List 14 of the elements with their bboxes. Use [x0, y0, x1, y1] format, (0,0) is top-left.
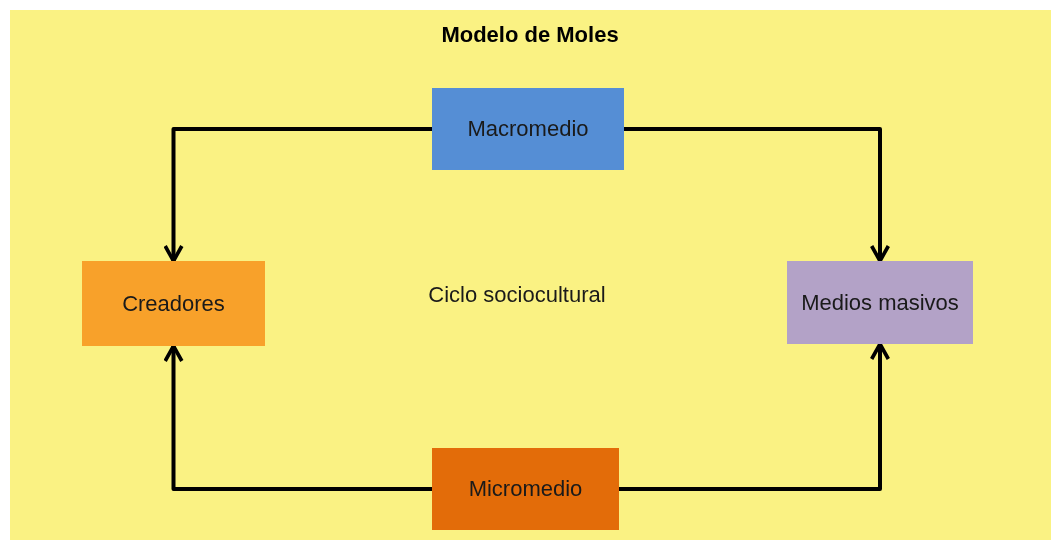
arrow: [163, 127, 432, 263]
node-label: Medios masivos: [801, 288, 959, 317]
diagram-title: Modelo de Moles: [440, 21, 620, 49]
arrow: [624, 127, 891, 263]
process-box: [787, 261, 973, 344]
node-label: Micromedio: [468, 475, 583, 503]
process-box: [82, 261, 265, 346]
arrow: [163, 344, 432, 491]
process-box: [432, 448, 619, 530]
node-label: Macromedio: [467, 115, 589, 143]
cycle-label: Ciclo sociocultural: [427, 281, 607, 309]
arrow: [619, 342, 891, 491]
node-label: Creadores: [122, 289, 225, 318]
process-box: [432, 88, 624, 170]
